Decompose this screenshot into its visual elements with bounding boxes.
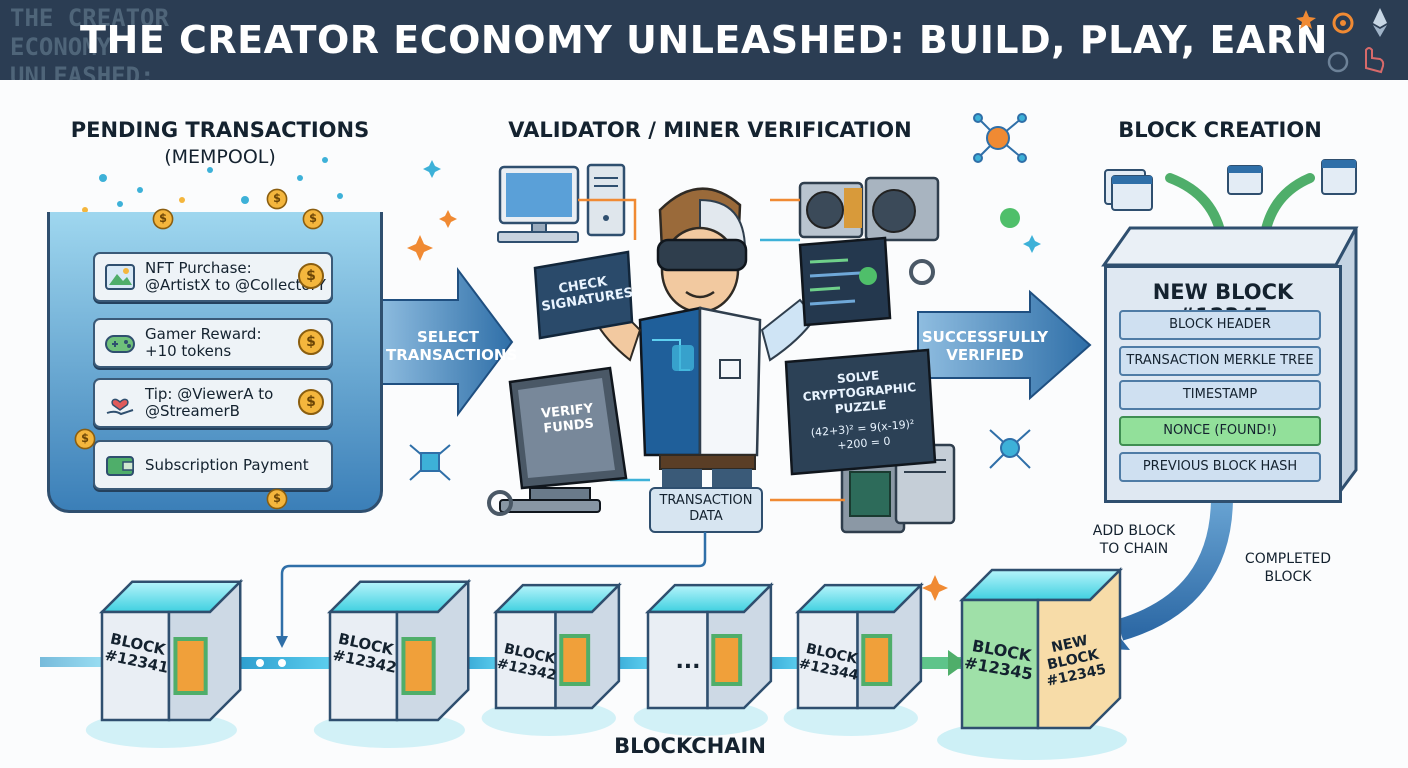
puzzle-board (784, 348, 937, 476)
new-block-box: NEW BLOCK #12345 BLOCK HEADERTRANSACTION… (1104, 265, 1342, 503)
gamepad-icon (103, 326, 137, 360)
sparkle-icons (407, 160, 1041, 601)
code-panel (798, 236, 892, 327)
block-field: TIMESTAMP (1119, 380, 1321, 410)
block-field: PREVIOUS BLOCK HASH (1119, 452, 1321, 482)
completed-block-arrow (1116, 496, 1233, 641)
coin-icon: $ (74, 428, 96, 450)
monitor-icon (497, 165, 580, 243)
header-banner: THE CREATOR ECONOMY UNLEASHED: THE CREAT… (0, 0, 1408, 80)
ethereum-icon (1373, 8, 1387, 27)
hand-pointer-icon (1365, 47, 1385, 74)
data-flow-line (280, 532, 707, 640)
block-cube[interactable] (481, 582, 622, 736)
gear-outline-icon (1327, 51, 1349, 73)
mempool-title: PENDING TRANSACTIONS (70, 118, 370, 142)
successfully-verified-arrow (917, 289, 1092, 401)
transaction-text: NFT Purchase:@ArtistX to @CollectorY (145, 259, 326, 294)
coin-icon: $ (266, 488, 288, 510)
block-field: BLOCK HEADER (1119, 310, 1321, 340)
transaction-card[interactable]: Gamer Reward:+10 tokens (93, 318, 333, 368)
page-title: THE CREATOR ECONOMY UNLEASHED: BUILD, PL… (80, 18, 1328, 62)
banner-ghost-text: THE CREATOR ECONOMY UNLEASHED: (10, 4, 169, 80)
block-cube[interactable] (313, 578, 472, 748)
transaction-text: Tip: @ViewerA to@StreamerB (145, 385, 274, 420)
transaction-card[interactable]: Tip: @ViewerA to@StreamerB (93, 378, 333, 428)
mempool-subtitle: (MEMPOOL) (164, 146, 276, 168)
image-icon (103, 260, 137, 294)
block-field: TRANSACTION MERKLE TREE (1119, 346, 1321, 376)
heart-hand-icon (103, 386, 137, 420)
coin-icon: $ (302, 208, 324, 230)
block-field: NONCE (FOUND!) (1119, 416, 1321, 446)
gear-icon (1332, 12, 1354, 34)
transaction-text: Subscription Payment (145, 455, 309, 474)
coin-icon: $ (266, 188, 288, 210)
transaction-card[interactable]: Subscription Payment (93, 440, 333, 490)
coin-icon: $ (298, 389, 324, 415)
check-signatures-panel (533, 250, 634, 340)
gear-icon (487, 259, 935, 516)
verify-funds-monitor (499, 366, 628, 513)
star-icon (1296, 10, 1316, 29)
transaction-card[interactable]: NFT Purchase:@ArtistX to @CollectorY (93, 252, 333, 302)
block-cube[interactable] (85, 578, 244, 748)
coin-icon: $ (152, 208, 174, 230)
cube-node-icon (409, 444, 451, 481)
incoming-transactions-icons (1104, 159, 1357, 211)
new-block-cube[interactable] (937, 566, 1127, 760)
validator-title: VALIDATOR / MINER VERIFICATION (508, 118, 912, 142)
blockchain-title: BLOCKCHAIN (614, 734, 766, 758)
coin-icon: $ (298, 263, 324, 289)
block-label: ... (675, 649, 701, 674)
blockchain-cubes (85, 566, 1127, 760)
mempool-bubbles (59, 157, 359, 303)
mining-rig-icon (798, 176, 940, 242)
coin-icon: $ (298, 329, 324, 355)
network-node-icon (973, 113, 1027, 163)
select-transactions-arrow (377, 267, 514, 417)
network-node-icon-2 (989, 429, 1031, 469)
block-creation-title: BLOCK CREATION (1118, 118, 1322, 142)
block-cube[interactable] (633, 582, 774, 736)
validator-character (593, 187, 817, 494)
transaction-text: Gamer Reward:+10 tokens (145, 325, 262, 360)
banner-decoration-icons (1296, 8, 1387, 74)
wallet-icon (103, 448, 137, 482)
puzzle-label: SOLVE CRYPTOGRAPHIC PUZZLE (42+3)² = 9(x… (802, 368, 917, 453)
block-cube[interactable] (783, 582, 924, 736)
